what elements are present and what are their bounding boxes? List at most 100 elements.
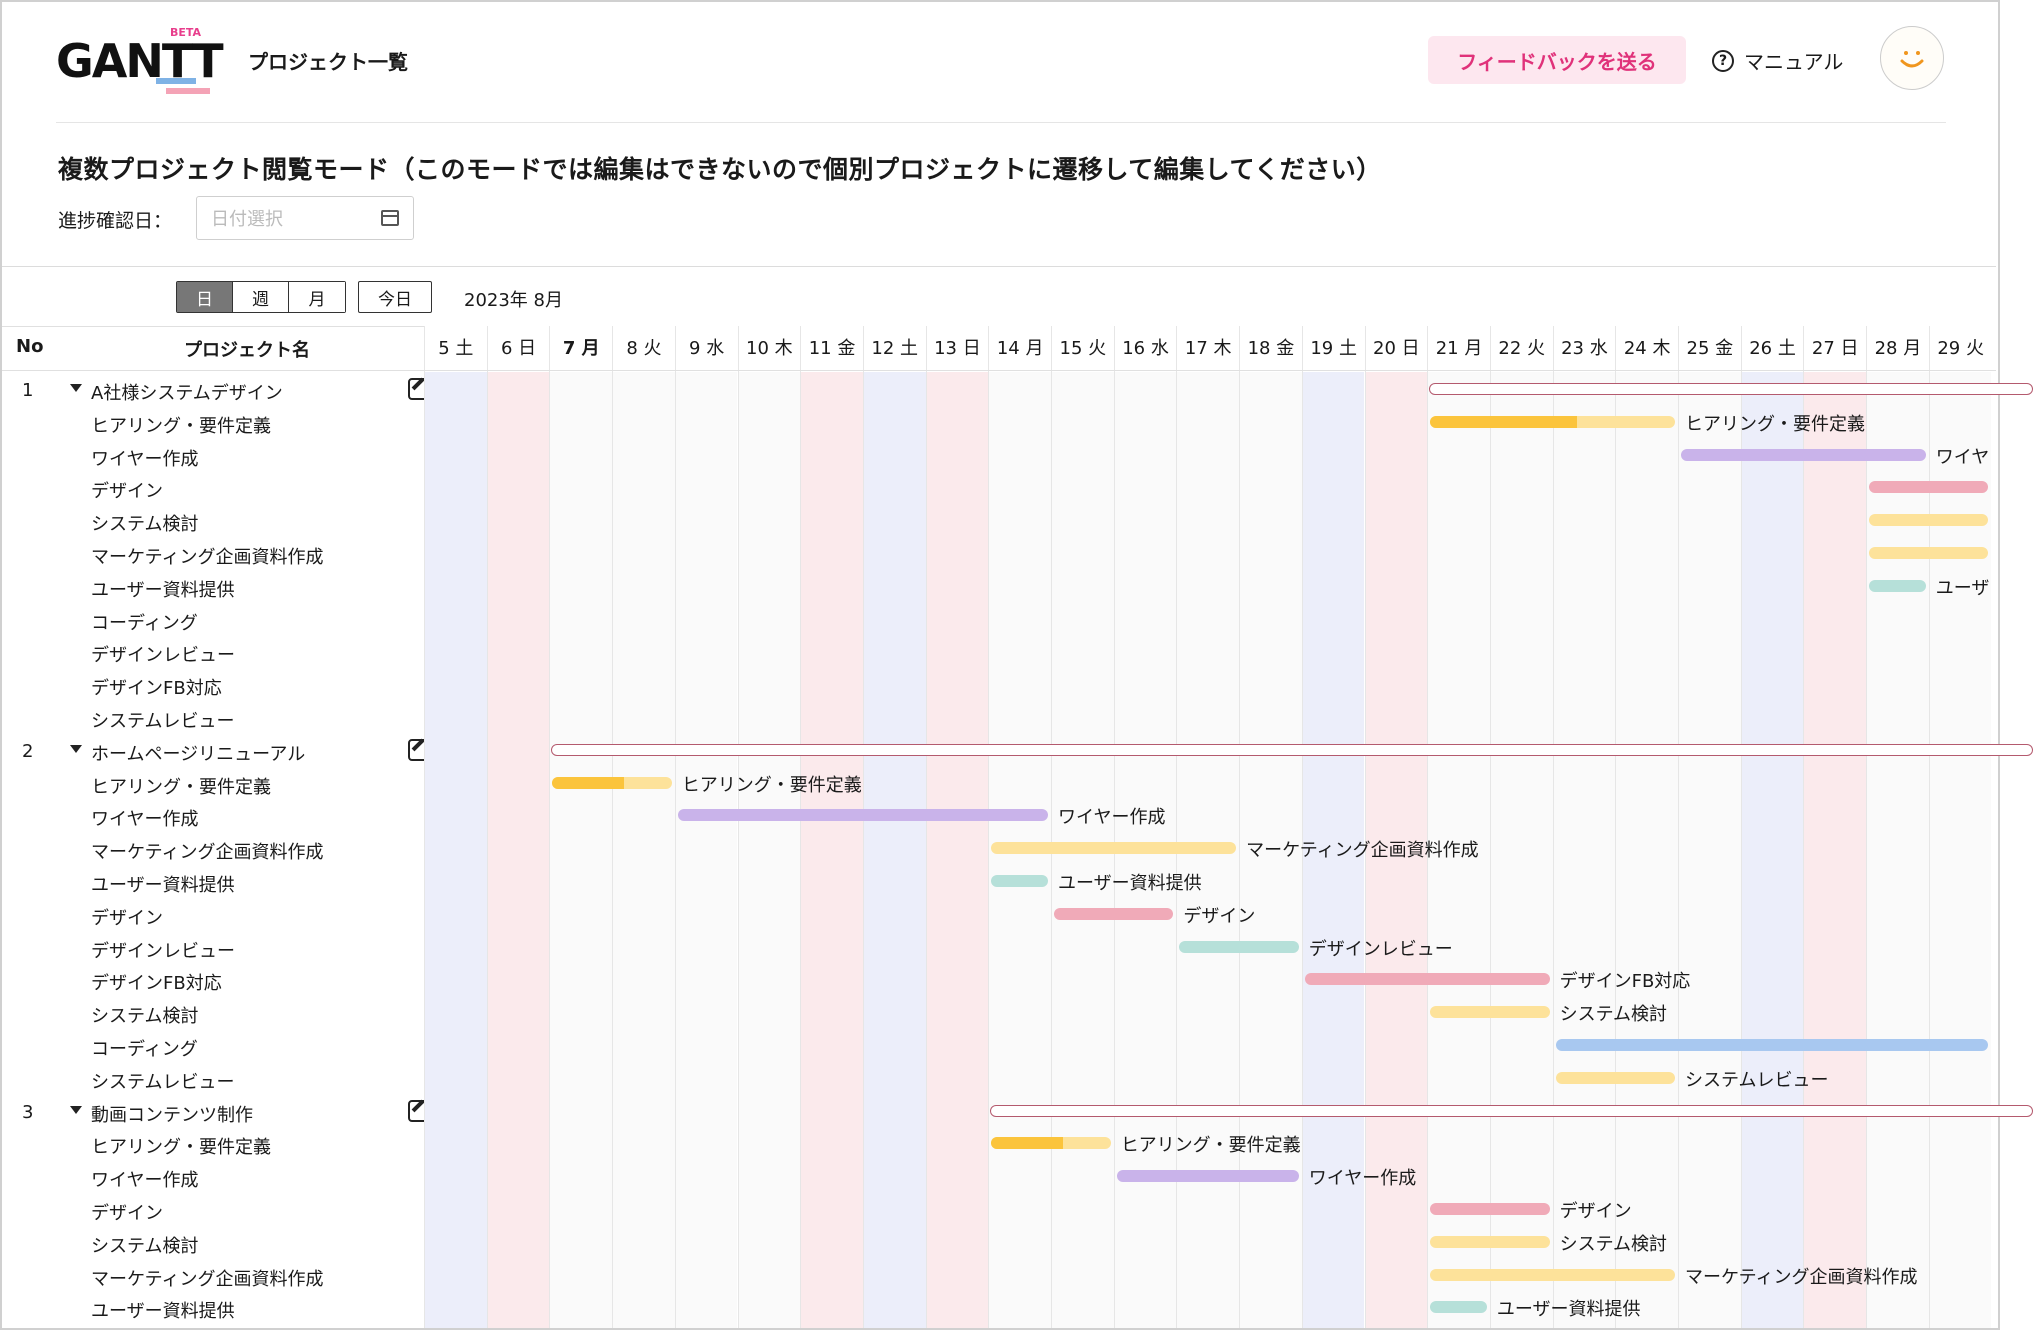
task-name: ヒアリング・要件定義 — [91, 415, 271, 437]
task-bar-label: ヒアリング・要件定義 — [1685, 413, 1865, 435]
day-column: 5 土 — [424, 326, 487, 1328]
task-bar[interactable] — [1869, 547, 1989, 559]
page-title: 複数プロジェクト閲覧モード（このモードでは編集はできないので個別プロジェクトに遷… — [58, 155, 1382, 184]
logo-bar-pink — [166, 88, 210, 94]
task-row: デザイン — [0, 897, 444, 930]
feedback-button[interactable]: フィードバックを送る — [1428, 36, 1686, 84]
task-row: デザイン — [0, 1192, 444, 1225]
project-name[interactable]: 動画コンテンツ制作 — [91, 1104, 253, 1126]
logo-text: GANTT — [56, 34, 224, 88]
day-column: 24 木 — [1615, 326, 1678, 1328]
task-bar[interactable] — [1869, 481, 1989, 494]
day-label: 26 土 — [1741, 326, 1804, 372]
task-bar[interactable] — [991, 1137, 1111, 1150]
day-column: 20 日 — [1364, 326, 1428, 1328]
day-label: 24 木 — [1616, 326, 1678, 372]
view-month-button[interactable]: 月 — [289, 282, 345, 312]
day-label: 18 金 — [1240, 326, 1302, 372]
task-bar-label: ユーザー資料提供 — [1058, 873, 1202, 894]
project-name[interactable]: A社様システムデザイン — [91, 383, 283, 404]
task-row: デザインレビュー — [0, 930, 444, 963]
task-row: システム検討 — [0, 503, 444, 536]
task-bar-label: ヒアリング・要件定義 — [681, 774, 862, 796]
task-bar[interactable] — [1054, 907, 1174, 920]
task-name: デザインFB対応 — [91, 973, 222, 995]
caret-down-icon[interactable] — [70, 1105, 82, 1114]
task-bar[interactable] — [1555, 1039, 1989, 1051]
task-bar-label: デザインFB対応 — [1559, 971, 1691, 993]
project-summary-bar[interactable] — [551, 743, 2033, 756]
task-bar-label: デザイン — [1559, 1201, 1632, 1222]
month-label: 2023年 8月 — [464, 290, 563, 311]
task-bar[interactable] — [1116, 1170, 1299, 1183]
project-row[interactable]: 1 A社様システムデザイン — [0, 372, 444, 405]
view-week-button[interactable]: 週 — [233, 282, 289, 312]
day-column: 19 土 — [1301, 326, 1365, 1328]
task-name: マーケティング企画資料作成 — [91, 546, 324, 568]
day-column: 6 日 — [486, 326, 550, 1328]
task-bar[interactable] — [1430, 1268, 1675, 1281]
task-bar[interactable] — [1430, 1203, 1550, 1215]
task-bar[interactable] — [1179, 940, 1299, 953]
project-name[interactable]: ホームページリニューアル — [91, 743, 306, 765]
beta-badge: BETA — [170, 26, 202, 39]
task-name: デザイン — [91, 481, 163, 503]
task-name: デザイン — [91, 907, 163, 929]
task-bar-label: システム検討 — [1559, 1233, 1668, 1255]
task-bar[interactable] — [1869, 579, 1926, 592]
task-name: ワイヤー作成 — [91, 448, 199, 470]
smiley-icon — [1900, 51, 1924, 68]
progress-date-input[interactable]: 日付選択 — [196, 196, 414, 240]
task-bar[interactable] — [1304, 973, 1550, 986]
task-bar[interactable] — [677, 809, 1048, 822]
task-name: システム検討 — [91, 1006, 199, 1028]
project-summary-bar[interactable] — [1429, 383, 2033, 395]
task-name: システムレビュー — [91, 710, 235, 732]
day-label: 21 月 — [1428, 326, 1490, 372]
task-name: システム検討 — [91, 514, 199, 536]
task-bar[interactable] — [991, 875, 1048, 887]
logo-bar-blue — [156, 78, 196, 84]
project-summary-bar[interactable] — [990, 1104, 2033, 1117]
task-name: コーディング — [91, 1038, 198, 1060]
column-header-no: No — [16, 336, 44, 357]
day-column: 21 月 — [1427, 326, 1490, 1328]
view-day-button[interactable]: 日 — [177, 282, 233, 312]
task-name: システム検討 — [91, 1235, 199, 1257]
user-avatar[interactable] — [1880, 26, 1944, 90]
day-label: 28 月 — [1867, 326, 1929, 372]
manual-label: マニュアル — [1744, 50, 1844, 74]
task-bar[interactable] — [1681, 448, 1926, 461]
nav-project-list[interactable]: プロジェクト一覧 — [248, 50, 408, 74]
task-bar[interactable] — [1869, 514, 1989, 527]
task-bar[interactable] — [1430, 415, 1675, 428]
task-bar[interactable] — [552, 776, 672, 789]
task-bar[interactable] — [1430, 1006, 1550, 1019]
task-bar[interactable] — [1430, 1235, 1550, 1248]
task-row: デザインFB対応 — [0, 667, 444, 700]
task-row: ワイヤー作成 — [0, 798, 444, 831]
day-column: 25 金 — [1678, 326, 1741, 1328]
task-bar[interactable] — [991, 842, 1237, 855]
day-column: 23 水 — [1552, 326, 1616, 1328]
task-bar-label: システムレビュー — [1685, 1069, 1829, 1091]
day-column: 29 火 — [1928, 326, 1992, 1328]
task-bar-label: ワイヤー作成 — [1308, 1168, 1417, 1190]
task-bar[interactable] — [1430, 1301, 1487, 1314]
day-label: 6 日 — [487, 326, 550, 372]
task-bar-label: システム検討 — [1559, 1004, 1668, 1026]
date-placeholder: 日付選択 — [211, 209, 283, 230]
task-bar[interactable] — [1555, 1071, 1675, 1084]
caret-down-icon[interactable] — [70, 744, 82, 753]
caret-down-icon[interactable] — [70, 384, 82, 392]
today-button[interactable]: 今日 — [358, 281, 432, 313]
gantt-logo[interactable]: GANTT BETA — [56, 26, 224, 100]
day-column: 26 土 — [1740, 326, 1804, 1328]
project-number: 1 — [22, 380, 34, 401]
manual-link[interactable]: ? マニュアル — [1712, 46, 1843, 75]
day-label: 8 火 — [613, 326, 675, 372]
